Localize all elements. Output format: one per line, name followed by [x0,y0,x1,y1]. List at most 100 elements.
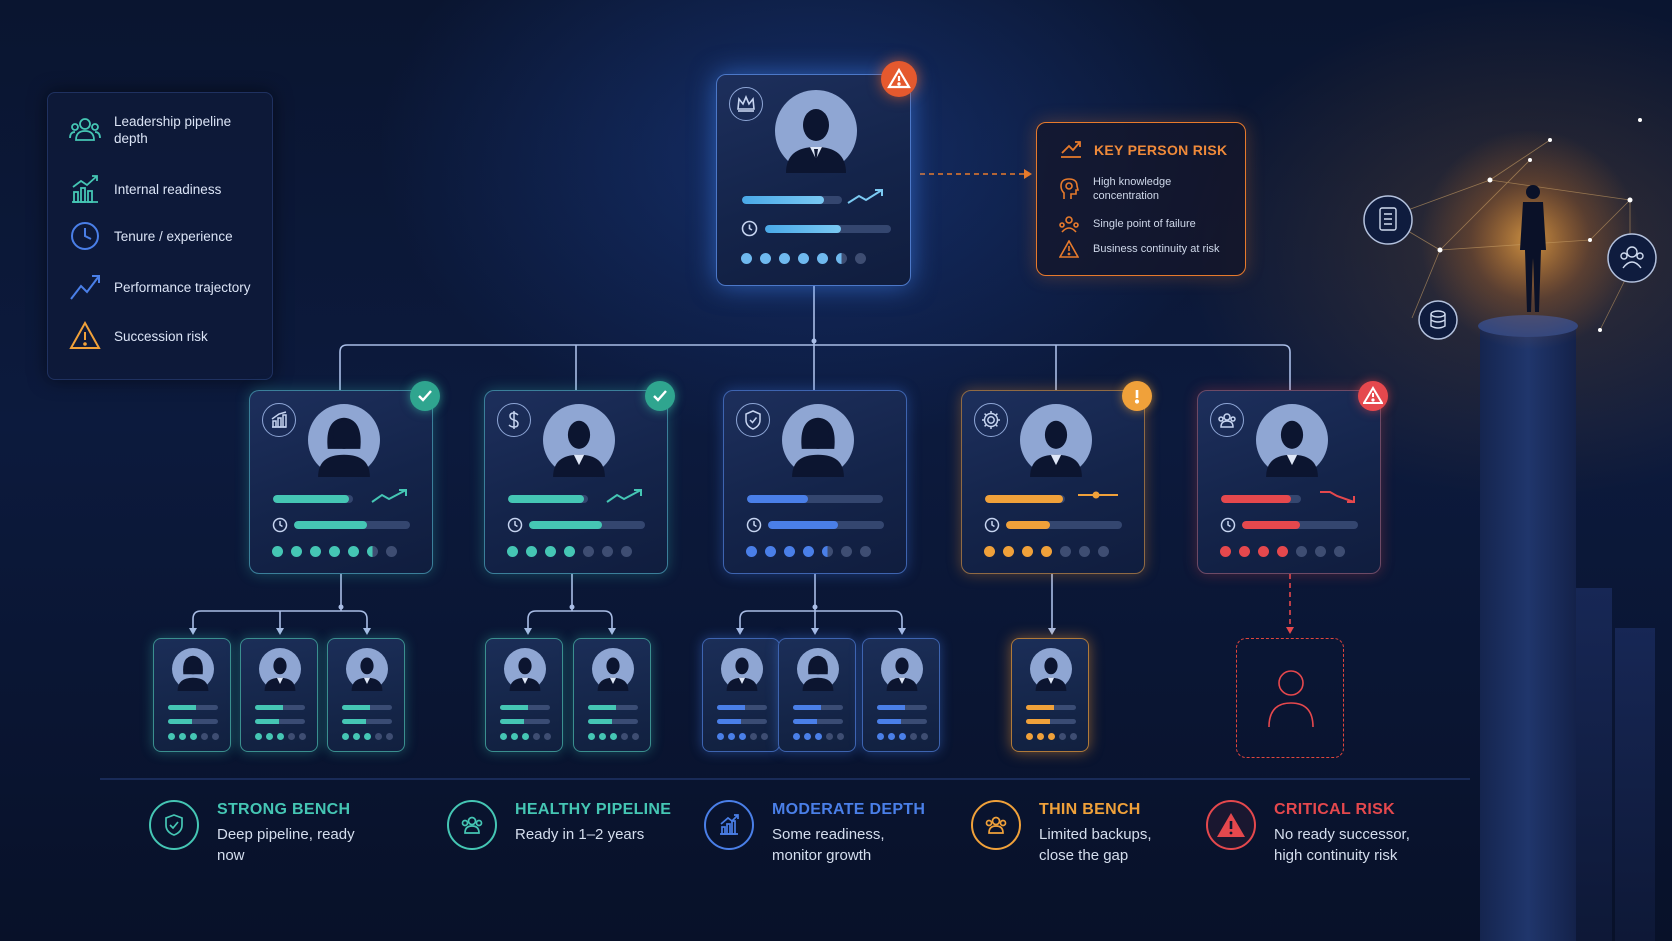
readiness-dot [921,733,928,740]
role-card[interactable] [723,390,907,574]
status-icon-circle [149,800,199,850]
chart-icon [262,403,296,437]
check-badge [645,381,675,411]
performance-bar [742,196,842,204]
role-card[interactable] [1197,381,1388,574]
successor-card[interactable] [573,638,651,752]
successor-card[interactable] [778,638,856,752]
performance-bar [168,705,218,710]
readiness-dot [168,733,175,740]
readiness-dot [277,733,284,740]
dollar-icon [497,403,531,437]
readiness-dot [899,733,906,740]
tenure-bar-fill [1006,521,1051,529]
readiness-dots [168,733,219,740]
readiness-dot [621,733,628,740]
bar-chart-icon [720,814,739,835]
successor-card[interactable] [1011,638,1089,752]
risk-badge [1358,381,1388,411]
risk-item-label: Business continuity at risk [1093,243,1220,255]
performance-bar [255,705,305,710]
trend-up-icon [68,270,102,304]
status-title: CRITICAL RISK [1274,801,1395,818]
brain-icon [1060,178,1079,199]
performance-bar-fill [273,495,349,503]
vacant-successor-placeholder[interactable] [1236,638,1344,758]
status-title: MODERATE DEPTH [772,801,926,818]
readiness-dot [602,546,613,557]
performance-bar-fill [742,196,824,204]
successor-card[interactable] [862,638,940,752]
status-description: Some readiness, monitor growth [772,826,885,864]
avatar [172,648,214,691]
readiness-dot [367,546,378,557]
empty-person-icon [1268,670,1314,728]
performance-bar [877,705,927,710]
readiness-dots [877,733,928,740]
readiness-dot [826,733,833,740]
executive-card[interactable] [716,61,917,286]
shield-icon [736,403,770,437]
role-card[interactable] [249,381,440,574]
readiness-dot [526,546,537,557]
tenure-bar-fill [1242,521,1300,529]
successor-card[interactable] [327,638,405,752]
readiness-dot [1315,546,1326,557]
readiness-dot [255,733,262,740]
readiness-dot [375,733,382,740]
key-person-risk-panel: KEY PERSON RISK High knowledge concentra… [1036,122,1246,276]
readiness-dot [837,733,844,740]
avatar [881,648,923,691]
team-icon [461,816,483,834]
clock-icon [68,219,102,253]
alert-badge [1122,381,1152,411]
readiness-dot [266,733,273,740]
tenure-bar [793,719,843,724]
risk-item: Business continuity at risk [1059,240,1233,258]
status-title: STRONG BENCH [217,801,351,818]
readiness-dot [750,733,757,740]
tenure-bar [529,521,645,529]
readiness-dot [610,733,617,740]
role-card[interactable] [961,381,1152,574]
readiness-dot [329,546,340,557]
avatar [782,404,854,477]
status-icon-circle [971,800,1021,850]
successor-card[interactable] [153,638,231,752]
status-legend-item: MODERATE DEPTH Some readiness, monitor gr… [704,800,925,866]
readiness-dot [717,733,724,740]
clock-icon [746,517,762,533]
readiness-dot [1070,733,1077,740]
readiness-dot [386,733,393,740]
tenure-bar [168,719,218,724]
performance-bar [1026,705,1076,710]
performance-bar [500,705,550,710]
readiness-dot [1277,546,1288,557]
readiness-dot [564,546,575,557]
trend-up-icon [847,189,883,204]
role-card[interactable] [484,381,675,574]
successor-card[interactable] [702,638,780,752]
readiness-dot [877,733,884,740]
avatar [1020,404,1092,477]
successor-card[interactable] [240,638,318,752]
warning-icon [68,319,102,353]
tenure-bar [768,521,884,529]
clock-icon [507,517,523,533]
readiness-dot [793,733,800,740]
readiness-dots [1026,733,1077,740]
readiness-dot [1098,546,1109,557]
readiness-dot [533,733,540,740]
check-icon [418,390,432,402]
readiness-dot [1022,546,1033,557]
avatar [504,648,546,691]
readiness-dot [507,546,518,557]
performance-bar [747,495,883,503]
tenure-bar [294,521,410,529]
readiness-dot [500,733,507,740]
warning-icon [1217,813,1245,837]
legend-label: Tenure / experience [114,228,233,244]
successor-card[interactable] [485,638,563,752]
